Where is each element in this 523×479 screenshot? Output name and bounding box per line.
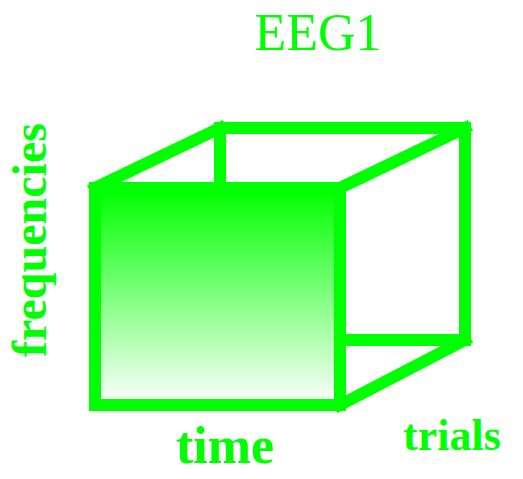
cube-edge — [340, 340, 465, 405]
cube-edge — [214, 128, 226, 188]
cube-edge — [340, 128, 465, 188]
cube-edge — [95, 128, 220, 188]
axis-label: time — [176, 420, 274, 472]
axis-label: trials — [403, 414, 501, 458]
diagram-title: EEG1 — [254, 7, 381, 59]
axis-label: frequencies — [6, 123, 54, 357]
cube-edge — [220, 122, 465, 134]
cube-edge — [459, 128, 471, 340]
cube-front-face — [95, 188, 340, 405]
